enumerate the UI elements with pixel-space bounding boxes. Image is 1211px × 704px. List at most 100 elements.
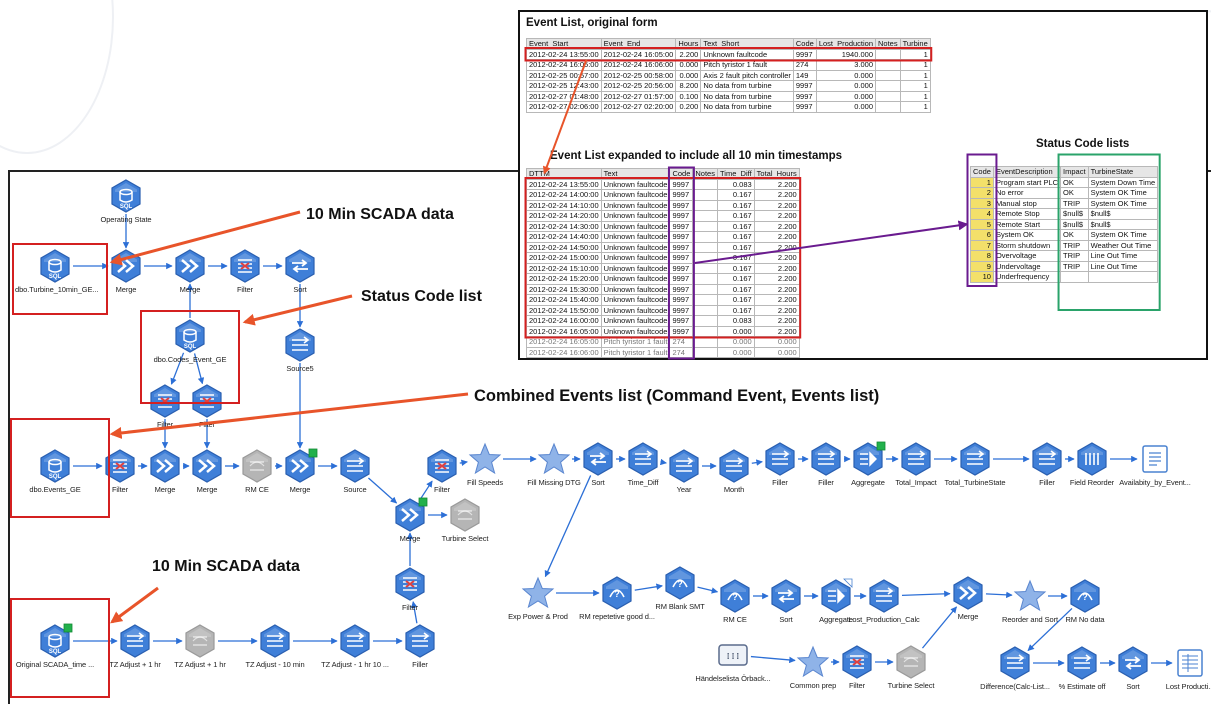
- node-turbine-select2[interactable]: Turbine Select: [871, 644, 951, 704]
- node-rm-blank[interactable]: ?RM Blank SMT: [640, 565, 720, 625]
- node-filler1[interactable]: Filler: [740, 441, 820, 501]
- node-tz-adj1[interactable]: TZ Adjust + 1 hr: [95, 623, 175, 683]
- lost-calc-icon: [869, 579, 899, 613]
- node-rm-nodata[interactable]: ?RM No data: [1045, 578, 1125, 638]
- common-prep-icon: [796, 645, 830, 678]
- node-filter4[interactable]: Filter: [80, 448, 160, 508]
- node-rm-ce1[interactable]: RM CE: [217, 448, 297, 508]
- difference-icon: [1000, 646, 1030, 680]
- estimate-icon: [1067, 646, 1097, 680]
- node-filter6[interactable]: Filter: [370, 566, 450, 626]
- node-label: RM CE: [245, 485, 269, 494]
- node-source[interactable]: Source: [315, 448, 395, 508]
- node-aggregate1[interactable]: Aggregate: [828, 441, 908, 501]
- node-label: Exp Power & Prod: [508, 612, 568, 621]
- node-label: Merge: [115, 285, 137, 294]
- node-difference[interactable]: Difference(Calc-List...: [975, 645, 1055, 704]
- node-field-reorder[interactable]: Field Reorder: [1052, 441, 1132, 501]
- node-tz-adj4[interactable]: TZ Adjust - 1 hr 10 ...: [315, 623, 395, 683]
- node-time-diff[interactable]: Time_Diff: [603, 441, 683, 501]
- node-label: Merge: [179, 285, 201, 294]
- node-fill-speeds[interactable]: Fill Speeds: [445, 441, 525, 501]
- node-sort2[interactable]: Sort: [558, 441, 638, 501]
- op-state-icon: SQL: [111, 179, 141, 213]
- node-lost-calc[interactable]: Lost_Production_Calc: [844, 578, 924, 638]
- table-cell: 1: [899, 101, 931, 113]
- node-label: Source5: [286, 364, 314, 373]
- tz-adj3-icon: [260, 624, 290, 658]
- node-sort3[interactable]: Sort: [746, 578, 826, 638]
- event-list-expanded-title: Event List expanded to include all 10 mi…: [550, 150, 843, 162]
- node-label: Sort: [1126, 682, 1140, 691]
- node-label: Common prep: [789, 681, 837, 690]
- node-source5[interactable]: Source5: [260, 327, 340, 387]
- node-label: Merge: [957, 612, 979, 621]
- node-label: Sort: [293, 285, 307, 294]
- node-merge7[interactable]: Merge: [928, 575, 1008, 635]
- node-label: Lost Producti...: [1165, 682, 1211, 691]
- node-label: Field Reorder: [1069, 478, 1115, 487]
- node-total-impact[interactable]: Total_Impact: [876, 441, 956, 501]
- node-filler3[interactable]: Filler: [1007, 441, 1087, 501]
- node-tz-adj3[interactable]: TZ Adjust - 10 min: [235, 623, 315, 683]
- node-sort4[interactable]: Sort: [1093, 645, 1173, 704]
- node-filler2[interactable]: Filler: [786, 441, 866, 501]
- node-turbine-select1[interactable]: Turbine Select: [425, 497, 505, 557]
- node-label: Month: [723, 485, 745, 494]
- node-month[interactable]: Month: [694, 448, 774, 508]
- node-merge6[interactable]: Merge: [370, 497, 450, 557]
- node-merge4[interactable]: Merge: [167, 448, 247, 508]
- node-rm-rep[interactable]: ?RM repetetive good d...: [577, 575, 657, 635]
- total-impact-icon: [901, 442, 931, 476]
- node-estimate[interactable]: % Estimate off: [1042, 645, 1122, 704]
- node-filter5[interactable]: Filter: [402, 448, 482, 508]
- node-aggregate2[interactable]: Aggregate: [796, 578, 876, 638]
- connector-sort2-exp-power: [544, 475, 592, 578]
- node-label: RM Blank SMT: [655, 602, 705, 611]
- node-sort1[interactable]: Sort: [260, 248, 340, 308]
- node-year[interactable]: Year: [644, 448, 724, 508]
- node-lost-production[interactable]: Lost Producti...: [1150, 645, 1211, 704]
- svg-text:⁞⁞⁞: ⁞⁞⁞: [726, 653, 740, 662]
- aggregate1-icon: [853, 441, 886, 476]
- merge3-icon: [150, 449, 180, 483]
- node-handel[interactable]: ⁞⁞⁞ Händelselista Örback...: [693, 637, 773, 697]
- merge2-icon: [175, 249, 205, 283]
- node-filler4[interactable]: Filler: [380, 623, 460, 683]
- node-label: Filler: [772, 478, 788, 487]
- source5-icon: [285, 328, 315, 362]
- node-fill-missing[interactable]: Fill Missing DTG: [514, 441, 594, 501]
- node-reorder-sort[interactable]: Reorder and Sort: [990, 578, 1070, 638]
- connector-rm-rep-rm-blank: [634, 583, 663, 591]
- filter1-icon: [230, 249, 260, 283]
- node-availability[interactable]: Availabity_by_Event...: [1115, 441, 1195, 501]
- svg-text:SQL: SQL: [120, 204, 133, 210]
- turbine-select1-icon: [450, 498, 480, 532]
- node-label: RM No data: [1065, 615, 1105, 624]
- connector-handel-common-prep: [750, 655, 796, 664]
- node-common-prep[interactable]: Common prep: [773, 644, 853, 704]
- node-label: Fill Missing DTG: [527, 478, 581, 487]
- merge1-icon: [111, 249, 141, 283]
- node-filter7[interactable]: Filter: [817, 644, 897, 704]
- node-exp-power[interactable]: Exp Power & Prod: [498, 575, 578, 635]
- connector-rm-nodata-difference: [1027, 607, 1073, 652]
- node-merge5[interactable]: Merge: [260, 448, 340, 508]
- node-total-turbinestate[interactable]: Total_TurbineState: [935, 441, 1015, 501]
- fill-missing-icon: [537, 442, 571, 475]
- node-label: Händelselista Örback...: [695, 674, 771, 683]
- year-icon: [669, 449, 699, 483]
- node-label: Aggregate: [851, 478, 885, 487]
- node-tz-adj2[interactable]: TZ Adjust + 1 hr: [160, 623, 240, 683]
- reorder-sort-icon: [1013, 579, 1047, 612]
- filter6-icon: [395, 567, 425, 601]
- node-rm-ce2[interactable]: ?RM CE: [695, 578, 775, 638]
- node-label: Filler: [1039, 478, 1055, 487]
- node-merge3[interactable]: Merge: [125, 448, 205, 508]
